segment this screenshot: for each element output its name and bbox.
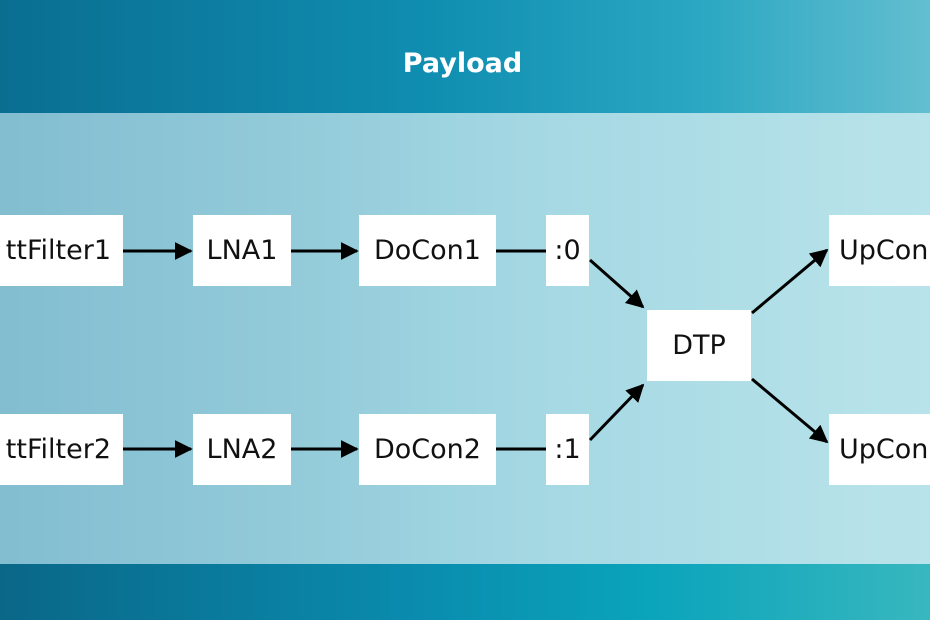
node-docon1: DoCon1 bbox=[359, 215, 496, 286]
node-filter2: ttFilter2 bbox=[0, 414, 123, 485]
node-lna2: LNA2 bbox=[193, 414, 291, 485]
node-port1: :1 bbox=[546, 414, 589, 485]
node-dtp: DTP bbox=[647, 310, 751, 381]
footer-band bbox=[0, 564, 930, 620]
node-lna1: LNA1 bbox=[193, 215, 291, 286]
diagram-title: Payload bbox=[402, 48, 523, 79]
node-upcon2: UpCon bbox=[829, 414, 930, 485]
header-band: Payload bbox=[0, 0, 930, 113]
node-port0: :0 bbox=[546, 215, 589, 286]
node-filter1: ttFilter1 bbox=[0, 215, 123, 286]
node-docon2: DoCon2 bbox=[359, 414, 496, 485]
node-upcon1: UpCon bbox=[829, 215, 930, 286]
diagram-canvas bbox=[0, 113, 930, 564]
